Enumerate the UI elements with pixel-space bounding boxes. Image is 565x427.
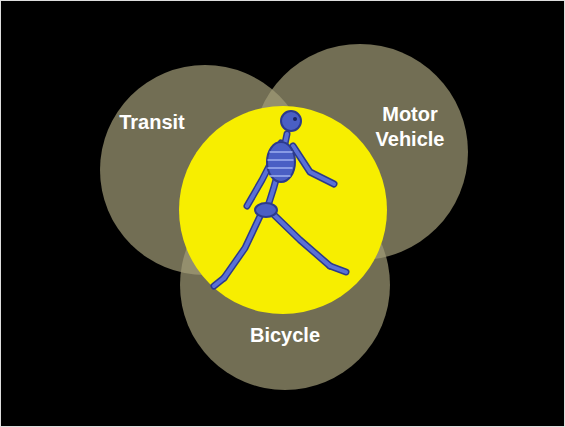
mode-label: Bicycle xyxy=(215,323,355,348)
mode-label: Motor Vehicle xyxy=(370,102,450,152)
pedestrian-circle xyxy=(179,106,387,314)
mode-label: Transit xyxy=(92,110,212,135)
skeleton xyxy=(214,111,346,286)
